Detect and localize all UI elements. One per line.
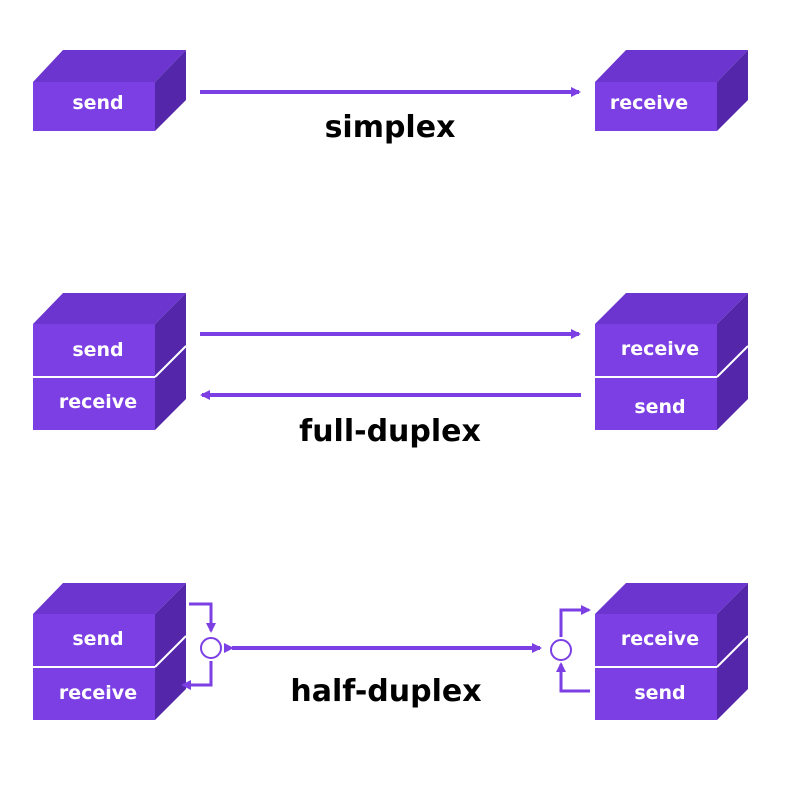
full-duplex-right-label-send: send xyxy=(634,396,685,418)
left-receive-path-arrow xyxy=(181,661,213,690)
half-duplex-left-label-receive: receive xyxy=(59,682,137,704)
half-duplex-left-switch xyxy=(181,602,222,690)
half-duplex-section: send receive receive send half-duplex xyxy=(33,583,749,720)
simplex-title: simplex xyxy=(325,110,456,145)
right-send-path-arrow xyxy=(556,662,590,693)
left-switch-node xyxy=(200,637,222,659)
half-duplex-left-label-send: send xyxy=(72,628,123,650)
right-switch-node xyxy=(550,639,572,661)
full-duplex-section: send receive receive send full-duplex xyxy=(33,293,749,449)
full-duplex-title: full-duplex xyxy=(299,414,481,449)
full-duplex-right-stack: receive send xyxy=(595,293,749,430)
half-duplex-right-label-send: send xyxy=(634,682,685,704)
full-duplex-right-label-receive: receive xyxy=(621,338,699,360)
half-duplex-title: half-duplex xyxy=(290,674,481,709)
simplex-right-label-receive: receive xyxy=(610,92,688,114)
right-receive-path-arrow xyxy=(559,605,591,637)
full-duplex-left-label-send: send xyxy=(72,339,123,361)
half-duplex-right-switch xyxy=(550,605,591,693)
full-duplex-left-label-receive: receive xyxy=(59,391,137,413)
left-send-path-arrow xyxy=(189,602,216,633)
simplex-section: send receive simplex xyxy=(33,50,748,145)
simplex-sender-block: send xyxy=(33,50,186,131)
half-duplex-left-stack: send receive xyxy=(33,583,187,720)
full-duplex-left-stack: send receive xyxy=(33,293,187,430)
half-duplex-right-label-receive: receive xyxy=(621,628,699,650)
half-duplex-right-stack: receive send xyxy=(595,583,749,720)
simplex-left-label-send: send xyxy=(72,92,123,114)
simplex-receiver-block: receive xyxy=(595,50,748,131)
